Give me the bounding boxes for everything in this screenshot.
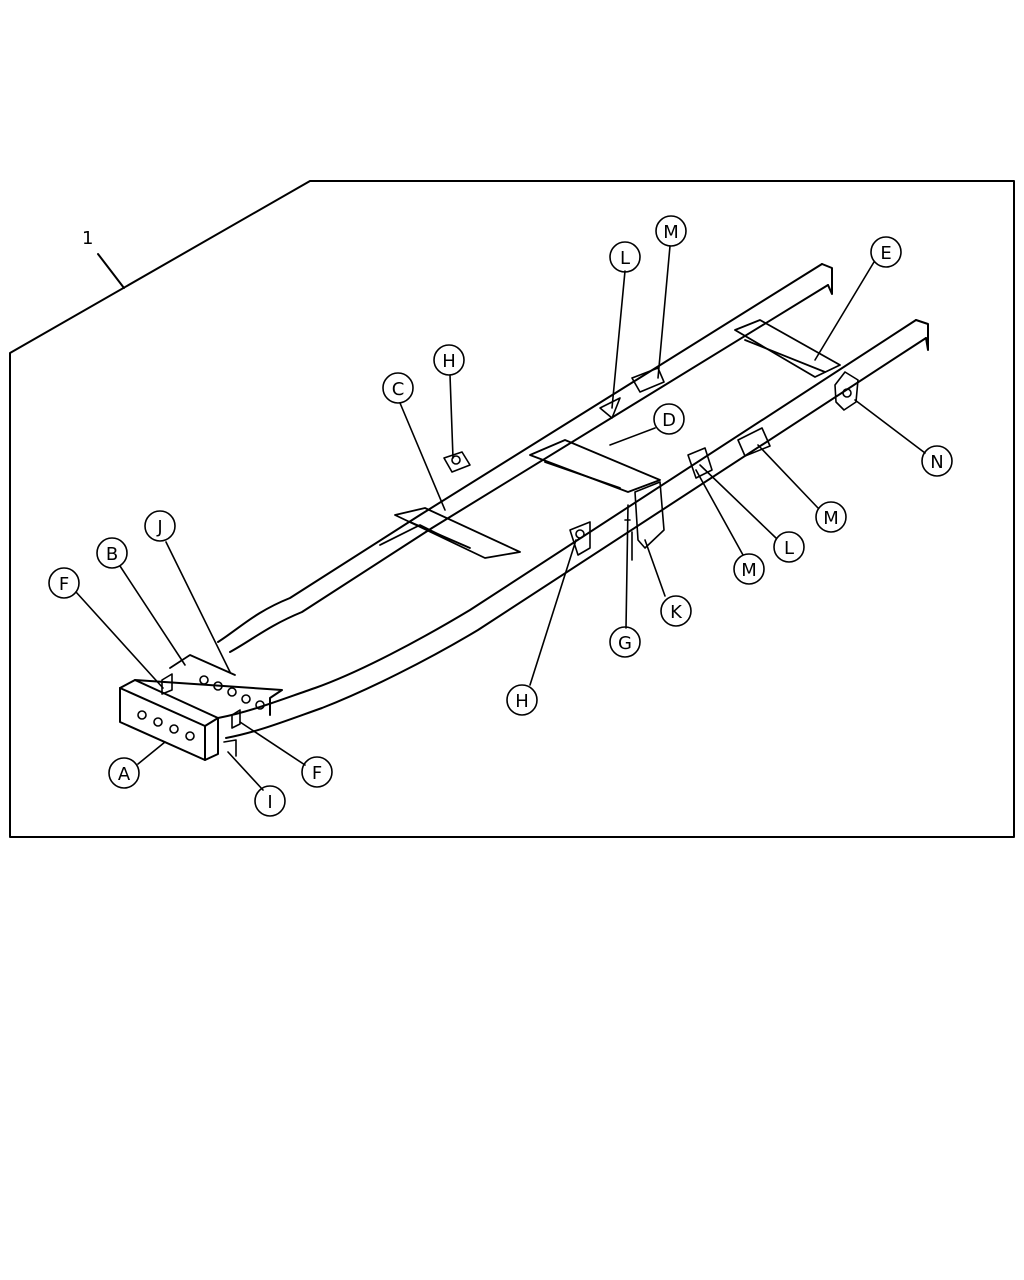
callout-H-bottom: H [506,684,538,716]
svg-text:N: N [930,452,943,473]
callout-L-bottom: L [773,531,805,563]
svg-text:D: D [662,410,676,431]
callout-G: G [609,626,641,658]
assembly-outline [9,180,1015,838]
callout-N: N [921,445,953,477]
callout-K: K [660,595,692,627]
assembly-number: 1 [82,228,93,249]
svg-text:B: B [106,544,118,565]
callout-I: I [254,785,286,817]
svg-text:F: F [59,574,69,595]
svg-text:G: G [618,633,632,654]
frame-rails [119,263,929,761]
svg-text:K: K [670,602,683,623]
svg-text:I: I [267,792,272,813]
svg-text:H: H [442,351,456,372]
callout-M-top: M [655,215,687,247]
leader-lines [75,245,926,791]
callout-B: B [96,537,128,569]
callout-C: C [382,372,414,404]
svg-text:M: M [663,222,679,243]
svg-text:L: L [784,538,794,559]
assembly-leader [97,253,125,289]
callout-M-bottom: M [733,553,765,585]
crossmembers [169,319,841,676]
svg-text:H: H [515,691,529,712]
svg-text:L: L [620,248,630,269]
callout-J: J [144,510,176,542]
callout-F-right: F [301,756,333,788]
callout-E: E [870,236,902,268]
callout-L-top: L [609,241,641,273]
svg-text:A: A [118,764,131,785]
callout-A: A [108,757,140,789]
svg-text:E: E [880,243,891,264]
svg-text:M: M [741,560,757,581]
callout-D: D [653,403,685,435]
svg-text:C: C [392,379,405,400]
callout-M-right: M [815,501,847,533]
svg-text:M: M [823,508,839,529]
crossmember-holes [137,675,265,741]
callout-F-left: F [48,567,80,599]
svg-text:J: J [156,517,162,538]
svg-text:F: F [312,763,322,784]
callout-H-top: H [433,344,465,376]
